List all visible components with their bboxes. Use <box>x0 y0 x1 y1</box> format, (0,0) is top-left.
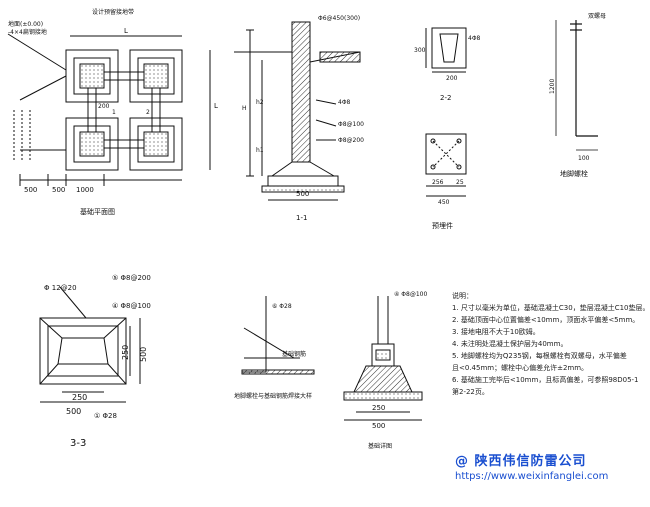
plan-mark-2: 2 <box>146 109 150 116</box>
s33-l2: ⑤ Φ8@200 <box>112 274 151 282</box>
watermark-url: https://www.weixinfanglei.com <box>455 471 609 482</box>
plan-title: 基础平面图 <box>80 207 115 216</box>
s11-r2: Φ8@100 <box>338 121 364 128</box>
plan-dim-L2: L <box>214 102 218 110</box>
s33-dim-250b: 250 <box>121 345 130 360</box>
note-5: 5. 地脚螺栓均为Q235钢，每根螺栓有双螺母，水平偏差 <box>452 352 627 360</box>
s11-dim-500: 500 <box>296 190 309 198</box>
fd-500: 500 <box>372 422 385 430</box>
s11-rebar-top: Φ6@450(300) <box>318 15 360 22</box>
rod-100: 100 <box>578 155 590 162</box>
note-1: 1. 尺寸以毫米为单位，基础混凝土C30，垫层混凝土C10垫层。 <box>452 304 650 312</box>
s22-300: 300 <box>414 47 426 54</box>
note-4: 4. 未注明处混凝土保护层为40mm。 <box>452 340 568 348</box>
plan-ground-label: 地面(±0.00) <box>8 20 43 28</box>
wd-title: 地脚螺栓与基础钢筋焊接大样 <box>234 392 312 400</box>
note-2: 2. 基础顶面中心位置偏差<10mm，顶面水平偏差<5mm。 <box>452 316 640 324</box>
plan-pipe-label: -4×4扁钢接地 <box>8 28 47 36</box>
fd-250: 250 <box>372 404 385 412</box>
plan-dim-1000: 1000 <box>76 186 94 194</box>
s11-H: H <box>242 105 247 112</box>
notes-heading: 说明： <box>452 292 473 300</box>
s33-dim-500b: 500 <box>139 347 148 362</box>
s33-l1: Φ 12@20 <box>44 284 77 292</box>
wd-a: ⑥ Φ28 <box>272 303 292 310</box>
wd-b: 基础钢筋 <box>282 350 306 358</box>
s33-title: 3-3 <box>70 438 86 449</box>
plan-dim-500b: 500 <box>52 186 65 194</box>
rod-top-label: 双螺母 <box>588 12 606 20</box>
notes-block: 说明： 1. 尺寸以毫米为单位，基础混凝土C30，垫层混凝土C10垫层。 2. … <box>452 290 650 398</box>
s33-l3: ④ Φ8@100 <box>112 302 151 310</box>
anchor-rod <box>555 20 598 151</box>
plan-design-label: 设计预留接地带 <box>92 8 134 16</box>
s33-l4: ① Φ28 <box>94 412 117 420</box>
ep-450: 450 <box>438 199 450 206</box>
weld-detail <box>241 296 315 375</box>
rod-title: 地脚螺栓 <box>560 169 588 178</box>
foundation-plan <box>7 33 211 186</box>
note-3: 3. 接地电阻不大于10欧姆。 <box>452 328 540 336</box>
s11-r3: Φ8@200 <box>338 137 364 144</box>
watermark-company: @ 陕西伟信防雷公司 <box>455 454 587 469</box>
section-1-1 <box>234 21 361 201</box>
plan-dim-200: 200 <box>98 103 110 110</box>
s11-title: 1-1 <box>296 214 307 222</box>
note-7: 6. 基础施工完毕后<10mm，且标高偏差，可参照98D05-1 <box>452 376 639 384</box>
s11-h2: h2 <box>256 99 264 106</box>
s22-title: 2-2 <box>440 94 451 102</box>
section-2-2 <box>425 27 467 73</box>
note-6: 且<0.45mm；螺栓中心偏差允许±2mm。 <box>452 364 589 372</box>
s22-rebar: 4Φ8 <box>468 35 481 42</box>
plan-dim-L: L <box>124 27 128 35</box>
embed-plate <box>425 133 467 197</box>
ep-25: 25 <box>456 179 464 186</box>
s22-200: 200 <box>446 75 458 82</box>
plan-mark-1: 1 <box>112 109 116 116</box>
ep-title: 预埋件 <box>432 221 453 230</box>
s33-dim-250a: 250 <box>72 393 87 402</box>
fd-a: ④ Φ8@100 <box>394 291 427 298</box>
fd-title: 基础详图 <box>368 442 392 450</box>
plan-dim-500a: 500 <box>24 186 37 194</box>
foundation-detail <box>343 296 423 421</box>
watermark: @ 陕西伟信防雷公司 https://www.weixinfanglei.com <box>455 450 635 482</box>
s33-dim-500a: 500 <box>66 407 81 416</box>
s11-r1: 4Φ8 <box>338 99 351 106</box>
s11-h1: h1 <box>256 147 264 154</box>
section-3-3 <box>39 286 141 403</box>
rod-1200: 1200 <box>549 79 556 94</box>
note-8: 第2-22页。 <box>452 388 489 396</box>
ep-256: 256 <box>432 179 444 186</box>
